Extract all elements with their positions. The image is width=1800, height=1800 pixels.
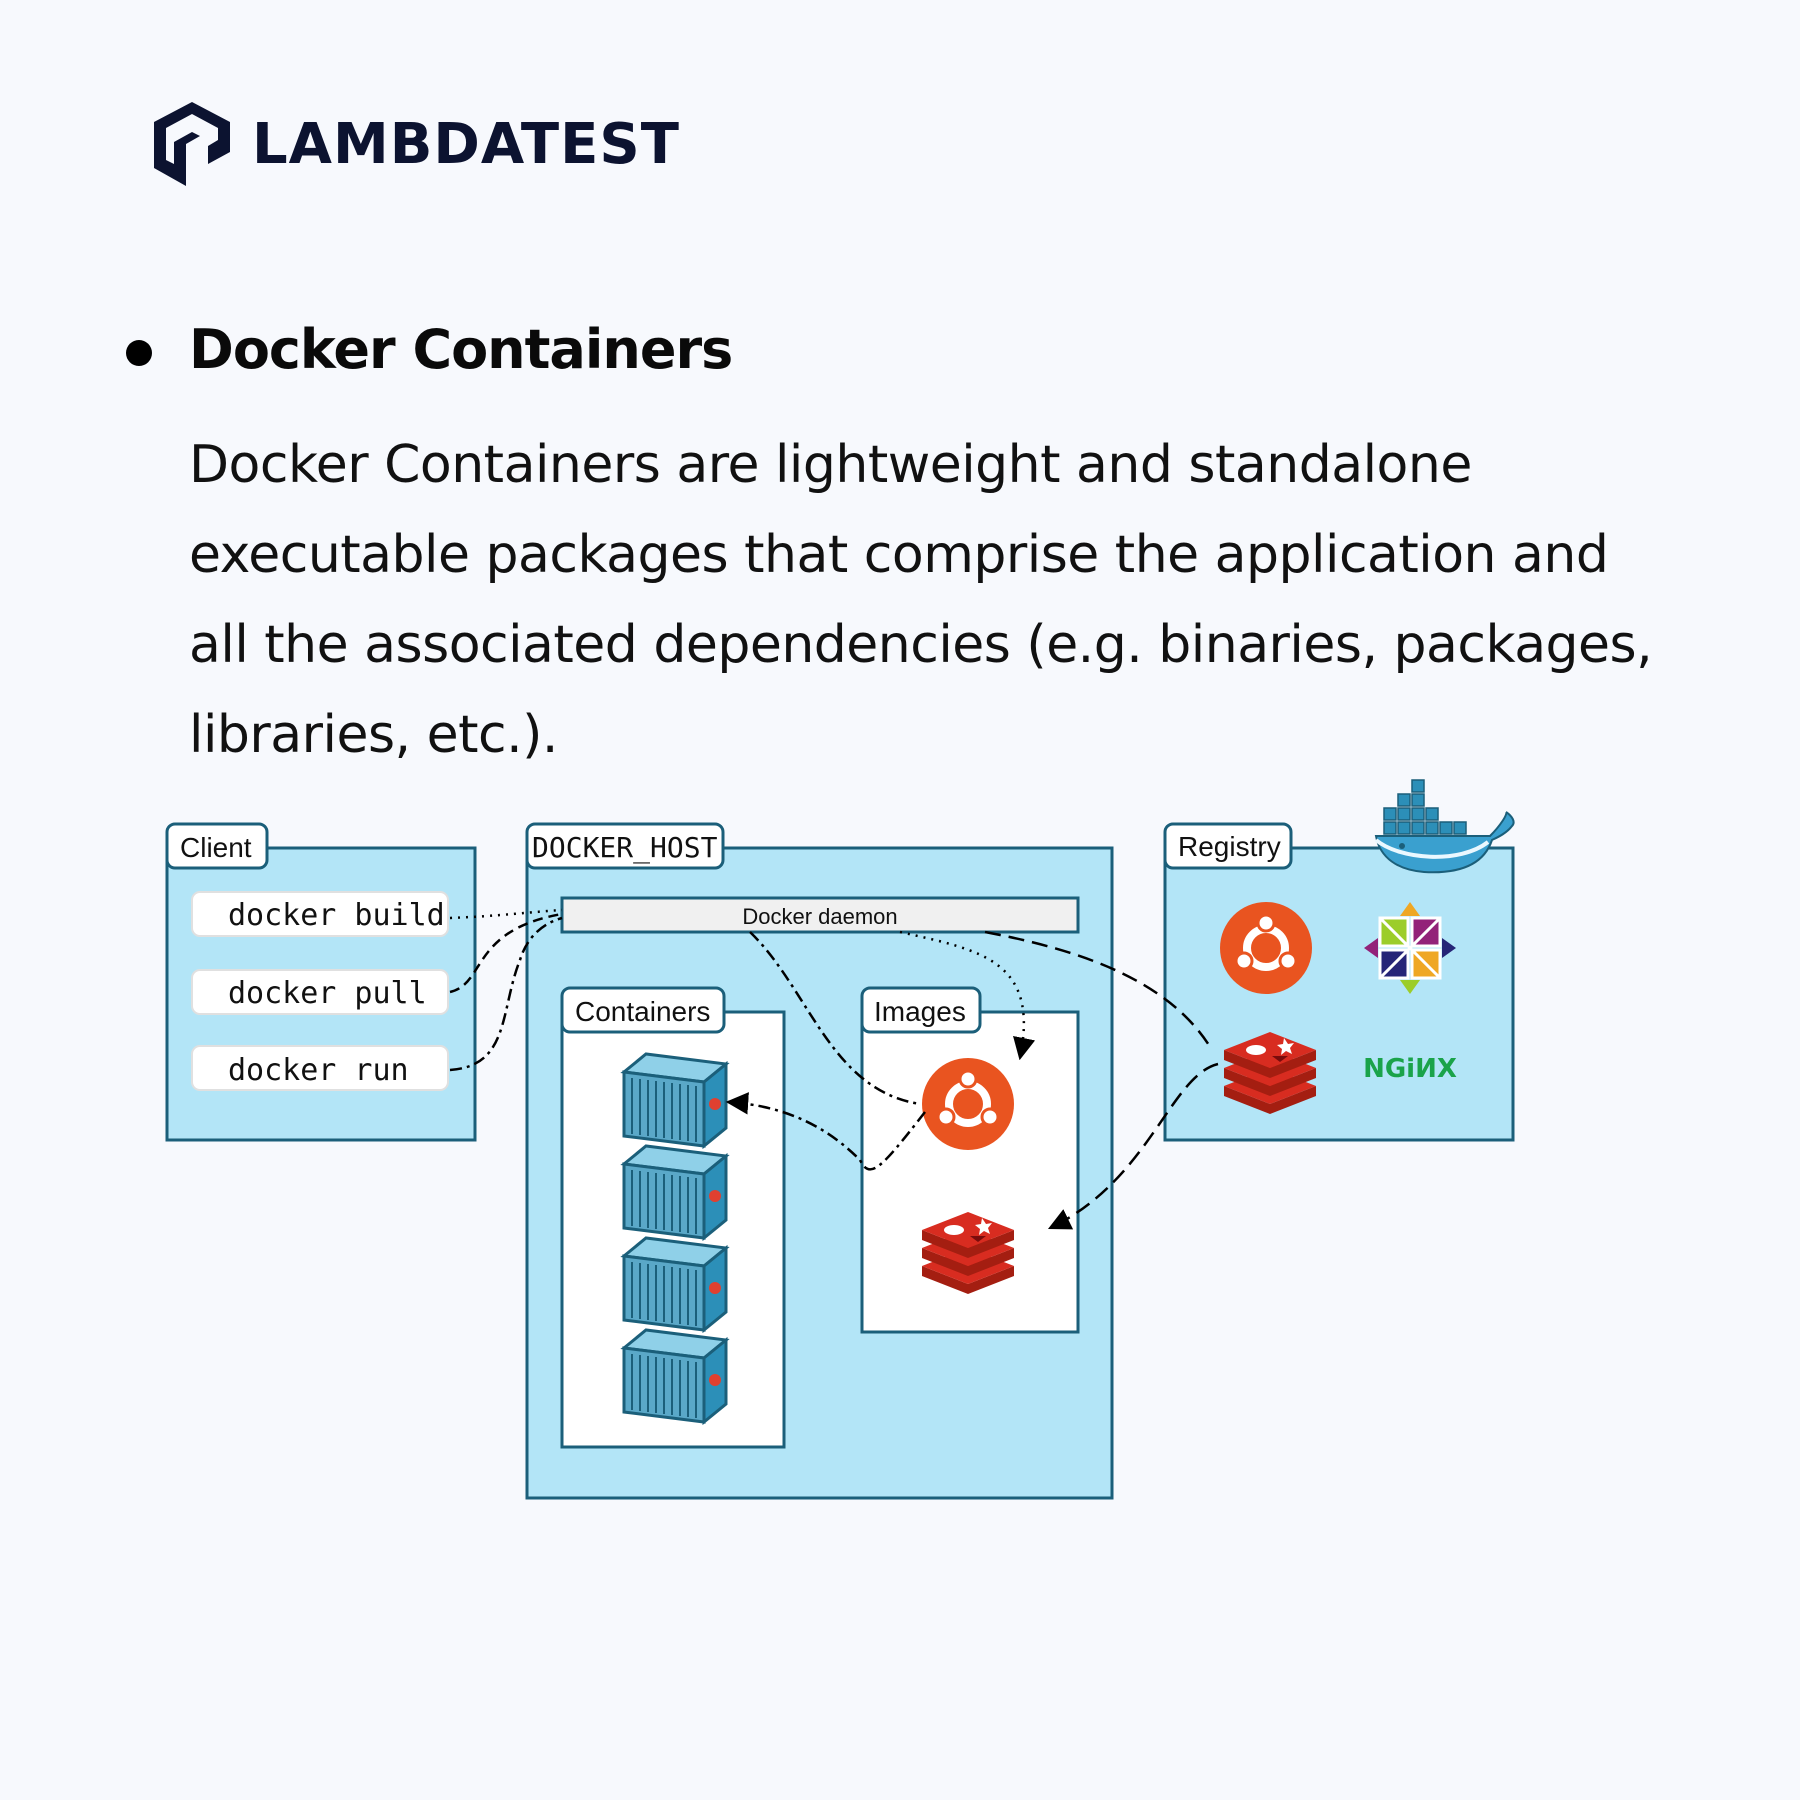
ubuntu-image-icon bbox=[922, 1058, 1014, 1150]
ubuntu-registry-icon bbox=[1220, 902, 1312, 994]
container-icon bbox=[622, 1236, 728, 1332]
containers-box: Containers bbox=[560, 986, 786, 1449]
registry-tab bbox=[1163, 822, 1293, 870]
run-connector bbox=[449, 916, 563, 1072]
client-tab bbox=[165, 822, 269, 870]
paragraph-line: executable packages that comprise the ap… bbox=[189, 525, 1609, 585]
lambdatest-logo: LAMBDATEST bbox=[152, 98, 680, 190]
registry-to-images-redis bbox=[1047, 1062, 1219, 1230]
client-panel: Client docker build docker pull docker r… bbox=[165, 822, 477, 1142]
container-icon bbox=[622, 1144, 728, 1240]
images-box: Images bbox=[860, 986, 1080, 1334]
docker-host-tab bbox=[525, 822, 725, 870]
section-paragraph: Docker Containers are lightweight and st… bbox=[189, 420, 1689, 780]
daemon-to-ubuntu bbox=[749, 931, 921, 1106]
daemon-to-registry bbox=[984, 930, 1214, 1051]
docker-daemon-bar bbox=[560, 896, 1080, 934]
docker-build-command bbox=[191, 891, 449, 937]
registry-label: Registry bbox=[1178, 831, 1281, 862]
nginx-label: NGiИX bbox=[1363, 1054, 1457, 1084]
docker-run-command bbox=[191, 1045, 449, 1091]
docker-whale-icon bbox=[1374, 779, 1515, 874]
docker-build-text: docker build bbox=[228, 898, 445, 933]
diagram-connectors bbox=[449, 908, 1219, 1230]
docker-pull-text: docker pull bbox=[228, 976, 427, 1011]
bullet-point bbox=[126, 340, 152, 366]
container-icon bbox=[622, 1328, 728, 1424]
brand-name: LAMBDATEST bbox=[252, 111, 680, 177]
paragraph-line: Docker Containers are lightweight and st… bbox=[189, 435, 1472, 495]
section-heading: Docker Containers bbox=[189, 318, 733, 381]
paragraph-line: all the associated dependencies (e.g. bi… bbox=[189, 615, 1653, 675]
container-icon bbox=[622, 1052, 728, 1148]
lambdatest-logo-icon bbox=[154, 102, 230, 186]
ubuntu-to-container bbox=[725, 1092, 926, 1171]
images-label: Images bbox=[874, 996, 966, 1027]
containers-tab bbox=[560, 986, 726, 1034]
docker-daemon-label: Docker daemon bbox=[742, 904, 897, 929]
images-tab bbox=[860, 986, 982, 1034]
docker-host-label: DOCKER_HOST bbox=[532, 831, 718, 865]
docker-pull-command bbox=[191, 969, 449, 1015]
pull-connector bbox=[449, 912, 563, 994]
containers-label: Containers bbox=[575, 996, 710, 1027]
docker-host-panel: DOCKER_HOST Docker daemon Containers Ima… bbox=[525, 822, 1114, 1500]
client-label: Client bbox=[180, 832, 252, 863]
paragraph-line: libraries, etc.). bbox=[189, 705, 558, 765]
centos-icon bbox=[1364, 902, 1456, 994]
registry-panel: Registry bbox=[1163, 779, 1515, 1142]
docker-run-text: docker run bbox=[228, 1053, 409, 1088]
